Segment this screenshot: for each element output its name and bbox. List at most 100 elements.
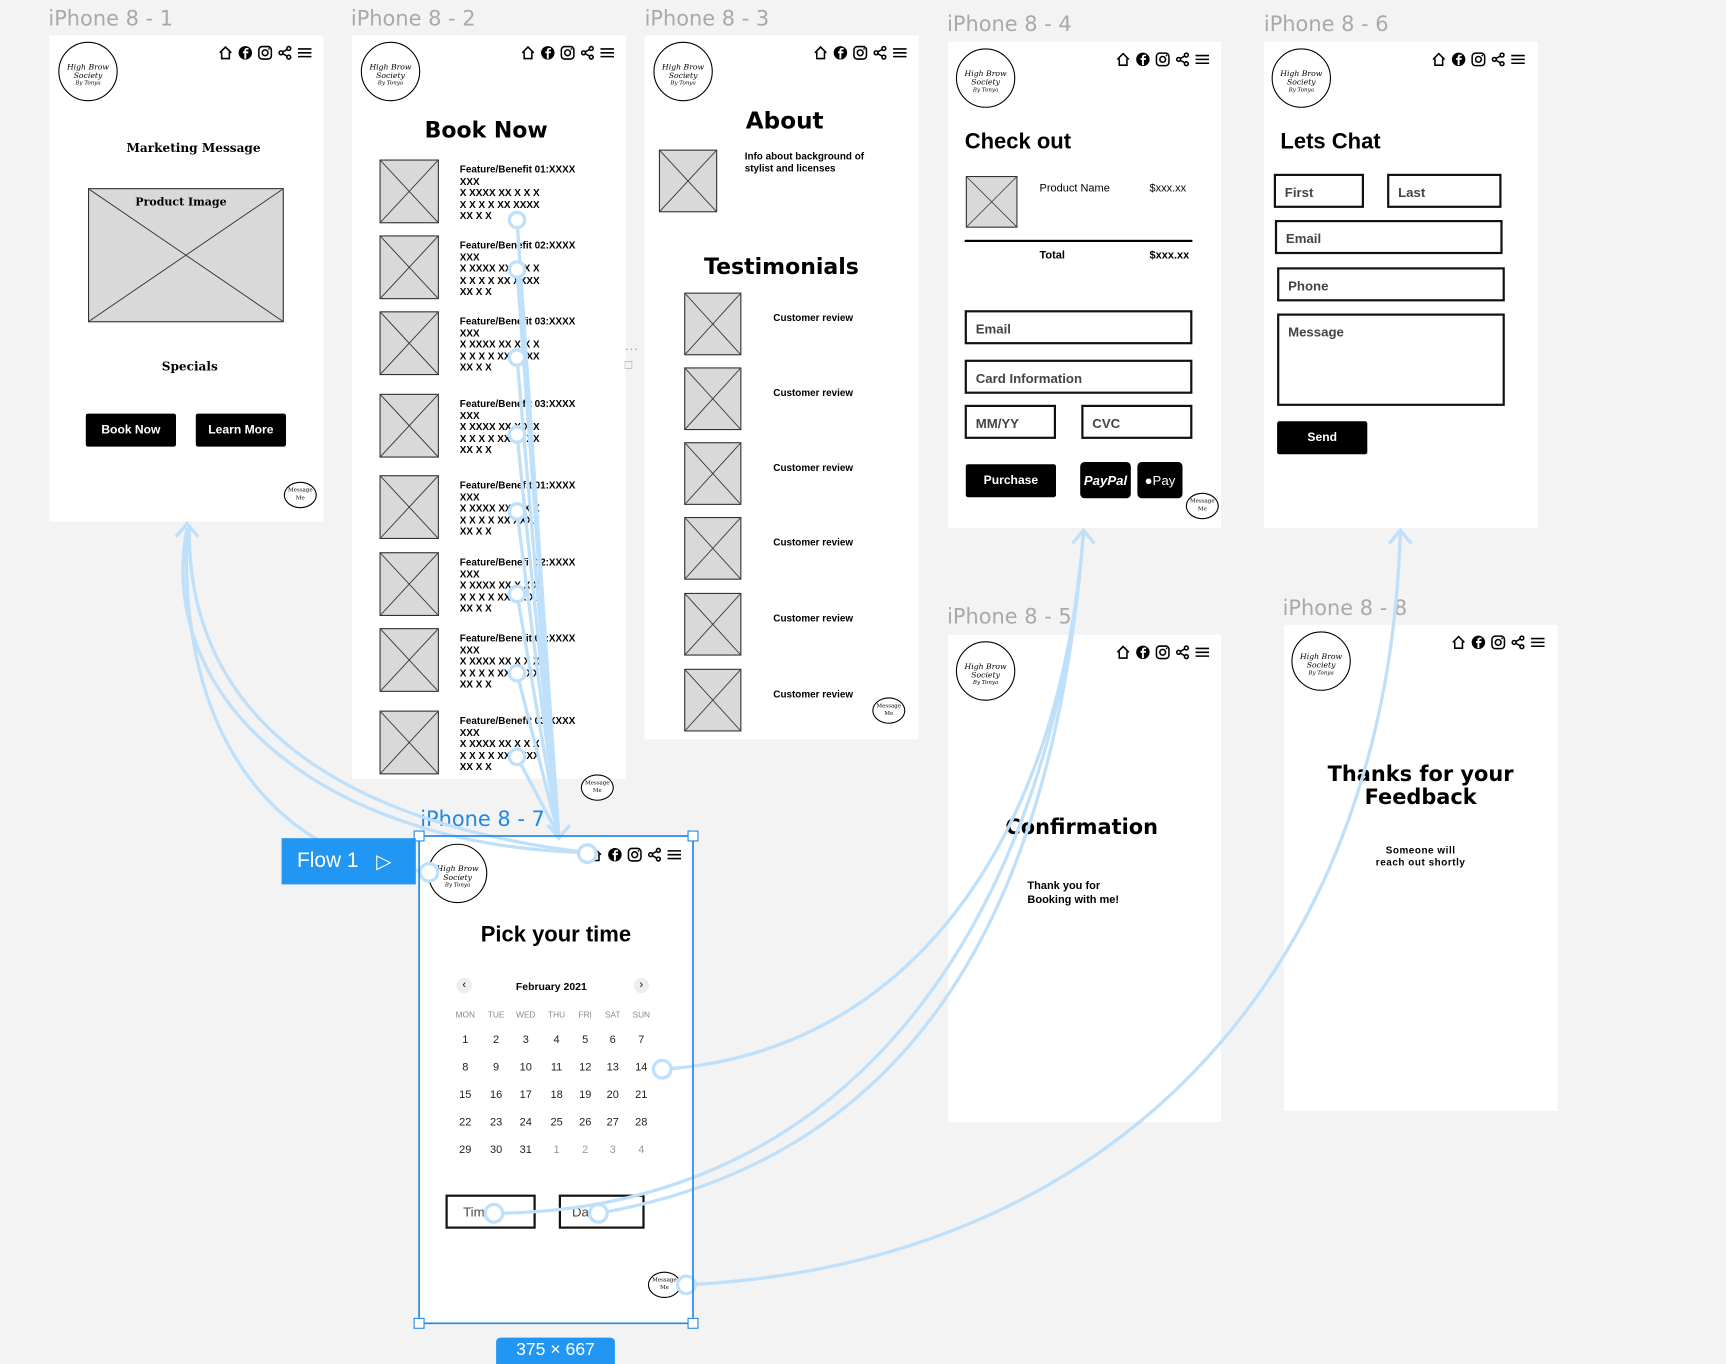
- facebook-icon[interactable]: [1135, 645, 1150, 660]
- phone-field[interactable]: Phone: [1277, 267, 1505, 302]
- home-icon[interactable]: [520, 45, 535, 60]
- calendar-day[interactable]: 4: [553, 1034, 560, 1047]
- calendar-day[interactable]: 5: [582, 1034, 589, 1047]
- calendar-day[interactable]: 3: [522, 1034, 529, 1047]
- instagram-icon[interactable]: [560, 45, 575, 60]
- book-now-button[interactable]: Book Now: [85, 413, 176, 447]
- mm-yy-field[interactable]: MM/YY: [964, 404, 1056, 439]
- facebook-icon[interactable]: [1451, 52, 1466, 67]
- message-me-bubble[interactable]: Message Me: [580, 774, 614, 801]
- facebook-icon[interactable]: [540, 45, 555, 60]
- calendar-day[interactable]: 11: [550, 1061, 563, 1074]
- instagram-icon[interactable]: [257, 45, 273, 60]
- calendar-day[interactable]: 10: [519, 1061, 532, 1074]
- calendar-day[interactable]: 1: [553, 1144, 560, 1157]
- message-me-bubble[interactable]: Message Me: [1185, 492, 1219, 520]
- calendar-day[interactable]: 6: [609, 1034, 616, 1047]
- calendar-day[interactable]: 15: [459, 1089, 472, 1102]
- menu-icon[interactable]: [1510, 52, 1525, 67]
- email-field[interactable]: Email: [1274, 220, 1503, 255]
- home-icon[interactable]: [1451, 635, 1466, 650]
- facebook-icon[interactable]: [238, 45, 253, 60]
- calendar-day[interactable]: 12: [579, 1061, 592, 1074]
- home-icon[interactable]: [1115, 52, 1130, 67]
- email-field[interactable]: Email: [964, 310, 1193, 345]
- frame-label[interactable]: iPhone 8 - 5: [947, 605, 1072, 630]
- calendar-day[interactable]: 28: [635, 1116, 648, 1129]
- share-icon[interactable]: [580, 45, 595, 60]
- message-me-bubble[interactable]: Message Me: [647, 1271, 681, 1298]
- calendar-day[interactable]: 24: [519, 1116, 532, 1129]
- comment-icon[interactable]: □: [624, 358, 633, 372]
- calendar-day[interactable]: 1: [462, 1034, 469, 1047]
- frame-label[interactable]: iPhone 8 - 4: [947, 12, 1072, 37]
- card-information-field[interactable]: Card Information: [964, 359, 1193, 394]
- instagram-icon[interactable]: [1155, 645, 1170, 660]
- menu-icon[interactable]: [1195, 645, 1210, 660]
- menu-icon[interactable]: [667, 847, 682, 862]
- purchase-button[interactable]: Purchase: [965, 464, 1056, 498]
- calendar-day[interactable]: 29: [459, 1144, 472, 1157]
- frame-label[interactable]: iPhone 8 - 6: [1263, 12, 1389, 37]
- home-icon[interactable]: [1115, 645, 1130, 660]
- facebook-icon[interactable]: [607, 847, 622, 862]
- frame-label[interactable]: iPhone 8 - 2: [350, 6, 476, 31]
- calendar-day[interactable]: 27: [606, 1116, 619, 1129]
- resize-handle[interactable]: [413, 830, 425, 842]
- time-field[interactable]: Tim: [445, 1194, 536, 1229]
- facebook-icon[interactable]: [833, 45, 848, 60]
- prev-month-button[interactable]: ‹: [456, 977, 472, 994]
- calendar-day[interactable]: 22: [459, 1116, 472, 1129]
- calendar-day[interactable]: 31: [519, 1144, 532, 1157]
- instagram-icon[interactable]: [1155, 52, 1170, 67]
- home-icon[interactable]: [1431, 52, 1446, 67]
- apple-pay-button[interactable]: ●Pay: [1137, 462, 1183, 499]
- calendar-day[interactable]: 25: [550, 1116, 563, 1129]
- instagram-icon[interactable]: [1471, 52, 1486, 67]
- cvc-field[interactable]: CVC: [1081, 404, 1193, 439]
- menu-icon[interactable]: [297, 45, 312, 60]
- frame-label[interactable]: iPhone 8 - 1: [48, 6, 174, 31]
- menu-icon[interactable]: [1195, 52, 1210, 67]
- calendar-day[interactable]: 14: [635, 1061, 648, 1074]
- menu-icon[interactable]: [600, 45, 615, 60]
- calendar-day[interactable]: 16: [489, 1089, 503, 1102]
- send-button[interactable]: Send: [1277, 421, 1368, 455]
- last-name-field[interactable]: Last: [1387, 173, 1502, 208]
- message-textarea[interactable]: Message: [1277, 313, 1505, 406]
- home-icon[interactable]: [218, 45, 233, 60]
- first-name-field[interactable]: First: [1273, 173, 1364, 208]
- calendar-day[interactable]: 7: [638, 1034, 645, 1047]
- calendar-day[interactable]: 26: [579, 1116, 592, 1129]
- calendar-day[interactable]: 19: [579, 1089, 592, 1102]
- calendar-day[interactable]: 2: [582, 1144, 589, 1157]
- message-me-bubble[interactable]: Message Me: [283, 481, 317, 509]
- menu-icon[interactable]: [1530, 635, 1545, 650]
- learn-more-button[interactable]: Learn More: [195, 413, 286, 447]
- calendar-day[interactable]: 30: [489, 1144, 503, 1157]
- calendar-day[interactable]: 3: [609, 1144, 616, 1157]
- calendar-day[interactable]: 9: [493, 1061, 500, 1074]
- calendar-day[interactable]: 2: [493, 1034, 500, 1047]
- calendar-day[interactable]: 8: [462, 1061, 469, 1074]
- share-icon[interactable]: [647, 847, 662, 862]
- share-icon[interactable]: [1491, 52, 1506, 67]
- resize-handle[interactable]: [687, 830, 699, 842]
- menu-icon[interactable]: [892, 45, 907, 60]
- facebook-icon[interactable]: [1471, 635, 1486, 650]
- calendar-day[interactable]: 13: [606, 1061, 619, 1074]
- date-field[interactable]: Da: [558, 1194, 645, 1229]
